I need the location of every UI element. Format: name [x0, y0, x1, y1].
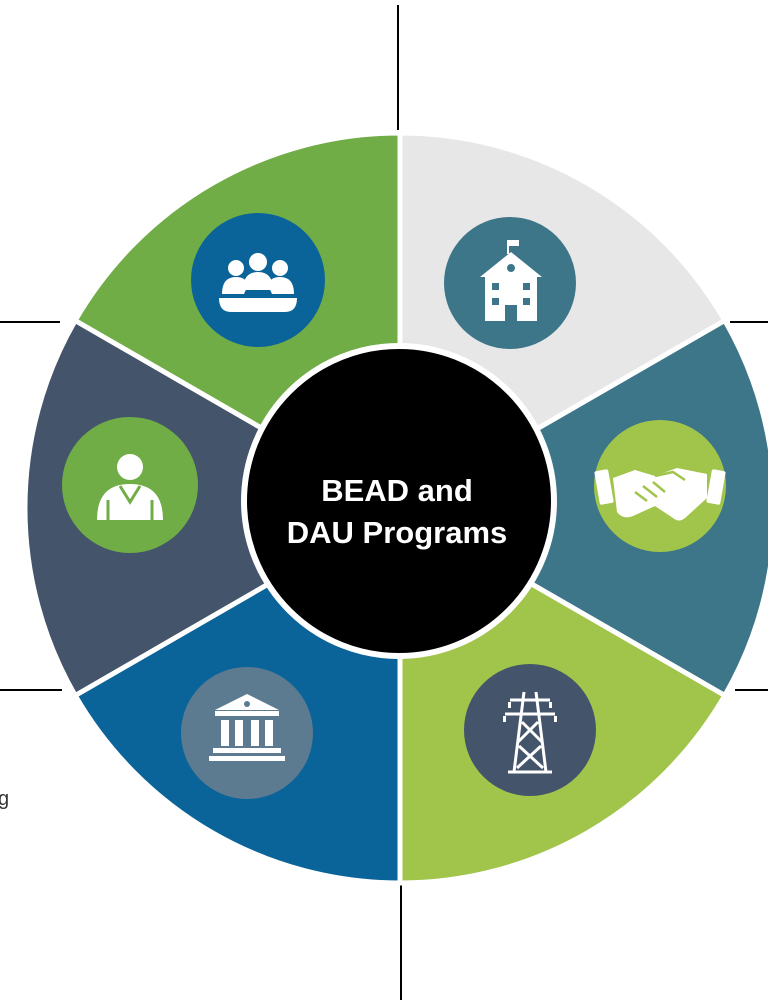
meeting-group-icon: [191, 213, 325, 347]
school-icon: [444, 217, 576, 349]
center-title-line-1: BEAD and: [321, 473, 473, 508]
power-tower-icon: [464, 664, 596, 796]
segment-left: [22, 317, 406, 699]
segment-right: [394, 317, 768, 699]
person-icon: [62, 417, 198, 553]
center-hub: BEAD and DAU Programs: [241, 343, 557, 659]
handshake-icon: [594, 420, 726, 552]
government-building-icon: [181, 667, 313, 799]
clipped-text-fragment: g: [0, 788, 9, 810]
center-title-line-2: DAU Programs: [287, 515, 508, 550]
